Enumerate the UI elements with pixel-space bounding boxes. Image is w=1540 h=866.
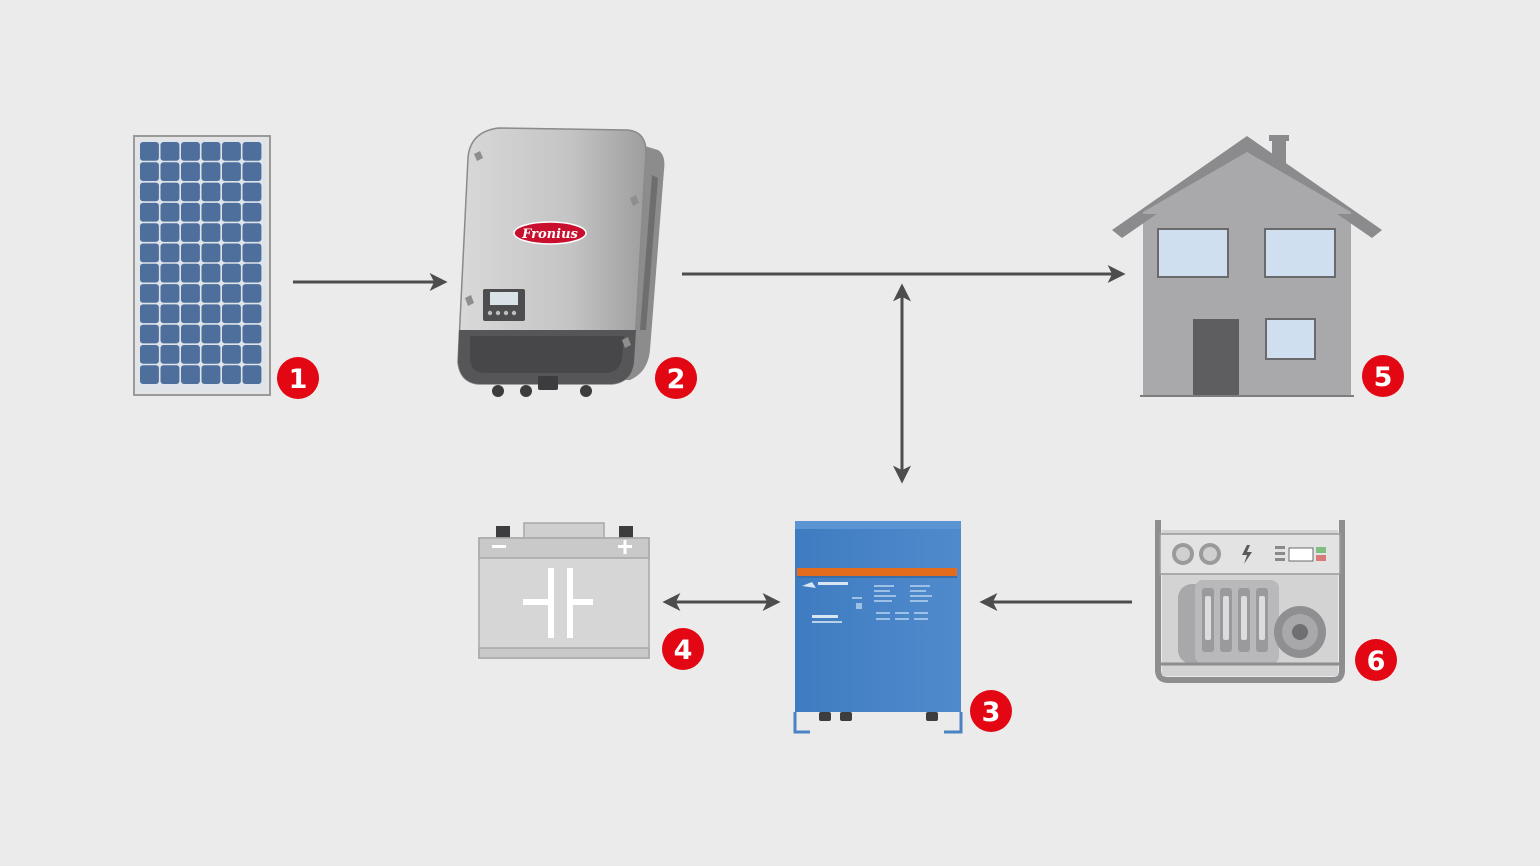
badge-1: 1 [277,357,319,399]
solar-cell [201,142,221,161]
solar-cell [140,202,159,222]
battery-icon [478,522,650,659]
solar-cell [222,263,241,283]
solar-cell [181,263,200,283]
badge-6: 6 [1355,639,1397,681]
solar-cell [222,243,241,263]
badge-6-label: 6 [1367,646,1386,677]
solar-cell [201,263,221,283]
solar-cell [201,324,221,344]
solar-cell [222,223,241,242]
badge-5-label: 5 [1374,362,1393,393]
solar-cell [181,284,200,303]
solar-cell [181,243,200,263]
solar-cell [160,263,180,283]
solar-cell [201,345,221,364]
solar-cell [181,223,200,242]
solar-cell [181,182,200,202]
solar-cell [160,202,180,222]
solar-cell [160,365,180,384]
solar-cell [222,142,241,161]
solar-cell [222,182,241,202]
house-icon [1112,135,1382,397]
solar-cell [222,365,241,384]
solar-cell [242,324,262,344]
solar-cell [181,365,200,384]
solar-cell [201,182,221,202]
solar-cell [160,345,180,364]
solar-cell [242,365,262,384]
solar-cell [201,365,221,384]
solar-cell [181,304,200,324]
fronius-logo: Fronius [513,221,587,245]
badge-3-label: 3 [982,697,1001,728]
solar-cell [222,324,241,344]
solar-cell [140,182,159,202]
solar-cell [160,162,180,181]
connection-arrows [293,265,1132,611]
solar-cell [222,345,241,364]
solar-cell [201,304,221,324]
solar-cell [140,324,159,344]
solar-cell [140,365,159,384]
solar-cell [140,263,159,283]
badge-3: 3 [970,690,1012,732]
solar-cell [160,182,180,202]
solar-cell [201,284,221,303]
inverter-icon: Fronius [457,127,665,397]
badge-2-label: 2 [667,364,686,395]
badge-5: 5 [1362,355,1404,397]
solar-cell [201,243,221,263]
solar-cell [242,304,262,324]
solar-cell [181,345,200,364]
solar-cell [181,162,200,181]
solar-cell [160,142,180,161]
solar-cell [222,284,241,303]
solar-cell [242,284,262,303]
solar-cell [242,223,262,242]
solar-cell [160,324,180,344]
inverter-charger-icon [793,521,963,734]
solar-cell [160,223,180,242]
solar-cell [160,243,180,263]
badge-4-label: 4 [674,635,693,666]
solar-cell [140,223,159,242]
solar-cell [242,162,262,181]
solar-cell [160,284,180,303]
solar-cell [242,263,262,283]
solar-cell [201,223,221,242]
solar-cell [242,142,262,161]
solar-cell [140,345,159,364]
solar-cell [242,182,262,202]
solar-panel-icon [133,135,271,396]
solar-cell [140,243,159,263]
solar-cell [222,304,241,324]
solar-cell [201,162,221,181]
solar-cell [140,284,159,303]
solar-cells [140,142,262,384]
solar-cell [222,202,241,222]
solar-cell [140,162,159,181]
solar-cell [222,162,241,181]
solar-cell [242,345,262,364]
solar-cell [242,243,262,263]
solar-cell [201,202,221,222]
badge-1-label: 1 [289,364,308,395]
solar-cell [181,324,200,344]
solar-cell [140,142,159,161]
badge-2: 2 [655,357,697,399]
solar-cell [140,304,159,324]
inverter-logo-text: Fronius [521,227,578,242]
solar-cell [160,304,180,324]
generator-icon [1155,520,1345,683]
solar-cell [242,202,262,222]
solar-cell [181,142,200,161]
solar-cell [181,202,200,222]
badge-4: 4 [662,628,704,670]
